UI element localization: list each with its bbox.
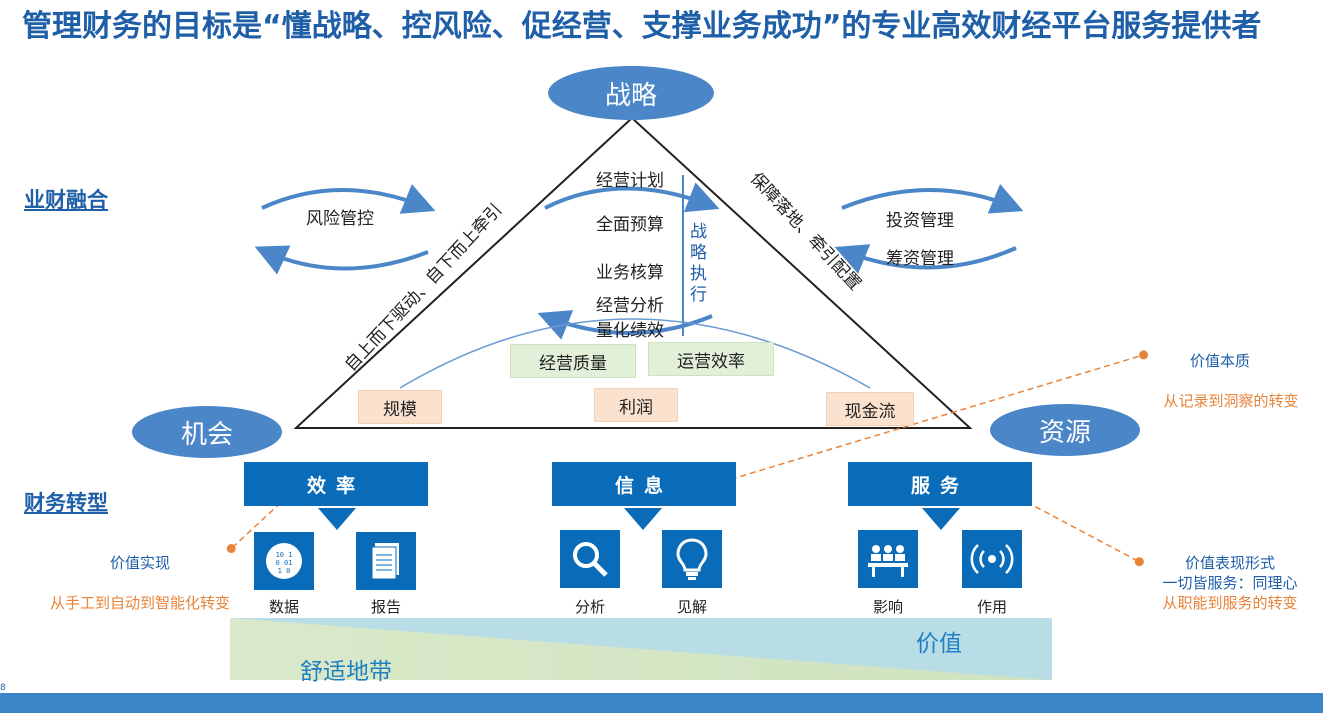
center-item-budget: 全面预算 <box>596 215 664 235</box>
annotation-left-title: 价值实现 <box>109 554 170 572</box>
box-cash-flow: 现金流 <box>826 392 914 426</box>
band-label-value: 价值 <box>916 631 962 657</box>
box-profit: 利润 <box>594 388 678 422</box>
connector-right-top <box>701 350 1149 489</box>
annotation-right-bottom-line2: 一切皆服务：同理心 <box>1162 574 1298 592</box>
icon-label-data: 数据 <box>268 598 299 616</box>
node-resources: 资源 <box>990 404 1140 456</box>
magnifier-icon <box>560 530 620 588</box>
right-cycle-label-investment: 投资管理 <box>886 211 954 231</box>
meeting-icon <box>858 530 918 588</box>
banner-service: 服务 <box>848 462 1032 506</box>
icon-label-analysis: 分析 <box>574 598 605 616</box>
band-label-comfort-zone: 舒适地带 <box>300 659 392 685</box>
node-strategy: 战略 <box>548 66 714 120</box>
banner-efficiency: 效率 <box>244 462 428 506</box>
center-item-analysis: 经营分析 <box>596 296 664 316</box>
icon-label-insight: 见解 <box>676 598 707 616</box>
right-cycle-bottom-arc <box>834 244 1017 274</box>
data-chip-icon: 10 1 0 01 1 0 <box>254 532 314 590</box>
svg-text:0 01: 0 01 <box>276 559 293 567</box>
icon-label-influence: 影响 <box>872 598 903 616</box>
svg-text:1 0: 1 0 <box>278 567 291 575</box>
box-operating-efficiency: 运营效率 <box>648 342 774 376</box>
page-title: 管理财务的目标是“懂战略、控风险、促经营、支撑业务成功”的专业高效财经平台服务提… <box>22 9 1262 44</box>
signal-icon <box>962 530 1022 588</box>
right-cycle-top-arc <box>841 183 1024 214</box>
annotation-right-top-desc: 从记录到洞察的转变 <box>1163 392 1299 410</box>
pillar-arrow-efficiency <box>318 508 356 530</box>
box-operating-quality: 经营质量 <box>510 344 636 378</box>
svg-text:10 1: 10 1 <box>276 551 293 559</box>
footer-bar <box>0 693 1323 713</box>
left-cycle-label: 风险管控 <box>306 209 374 229</box>
left-cycle-bottom-arc <box>254 245 429 275</box>
annotation-right-top-title: 价值本质 <box>1189 352 1250 370</box>
inner-cycle-top-arc <box>544 182 720 213</box>
right-cycle-label-financing: 筹资管理 <box>886 249 954 269</box>
banner-information: 信息 <box>552 462 736 506</box>
box-scale: 规模 <box>358 390 442 424</box>
annotation-right-bottom-desc: 从职能到服务的转变 <box>1162 594 1298 612</box>
pillar-arrow-information <box>624 508 662 530</box>
pillar-arrow-service <box>922 508 960 530</box>
lightbulb-icon <box>662 530 722 588</box>
annotation-right-bottom-title: 价值表现形式 <box>1184 554 1275 572</box>
report-icon <box>356 532 416 590</box>
left-cycle-top-arc <box>261 184 436 214</box>
node-opportunity: 机会 <box>132 406 282 458</box>
center-item-performance: 量化绩效 <box>596 321 664 341</box>
icon-label-effect: 作用 <box>976 598 1007 616</box>
strategy-triangle <box>293 116 973 429</box>
value-band <box>230 618 1052 680</box>
bottom-arc <box>399 318 871 389</box>
center-item-accounting: 业务核算 <box>596 263 664 283</box>
section-label-integration: 业财融合 <box>24 188 108 212</box>
center-item-plan: 经营计划 <box>596 171 664 191</box>
strategy-execution-vertical: 战略执行 <box>690 222 707 305</box>
section-label-transformation: 财务转型 <box>24 491 108 515</box>
page-number: 8 <box>0 683 6 693</box>
icon-label-report: 报告 <box>370 598 401 616</box>
annotation-left-desc: 从手工到自动到智能化转变 <box>49 594 230 612</box>
